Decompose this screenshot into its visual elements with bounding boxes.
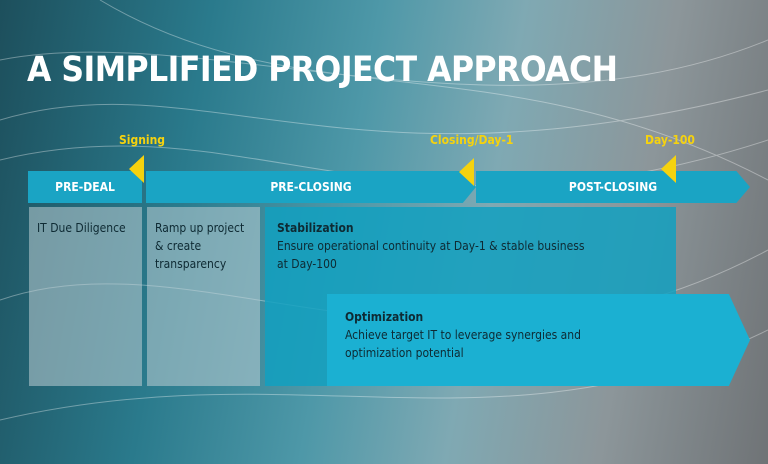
optimization-text: Achieve target IT to leverage synergies …: [345, 328, 581, 360]
activity-optimization: Optimization Achieve target IT to levera…: [327, 294, 750, 386]
stabilization-text: Ensure operational continuity at Day-1 &…: [277, 239, 585, 271]
milestone-marker-icon: [661, 155, 676, 183]
slide-title: A SIMPLIFIED PROJECT APPROACH: [27, 50, 618, 90]
activity-due-diligence: IT Due Diligence: [29, 207, 142, 386]
phase-pre-deal: PRE-DEAL: [28, 171, 142, 203]
milestone-marker-icon: [459, 158, 474, 186]
milestone-day100: Day-100: [645, 133, 695, 147]
activity-ramp-up: Ramp up project & create transparency: [147, 207, 260, 386]
milestone-closing: Closing/Day-1: [430, 133, 514, 147]
milestone-signing: Signing: [119, 133, 166, 147]
optimization-heading: Optimization: [345, 310, 424, 324]
milestone-marker-icon: [129, 155, 144, 183]
phase-pre-closing: PRE-CLOSING: [146, 171, 476, 203]
phase-post-closing: POST-CLOSING: [476, 171, 750, 203]
stabilization-heading: Stabilization: [277, 221, 354, 235]
